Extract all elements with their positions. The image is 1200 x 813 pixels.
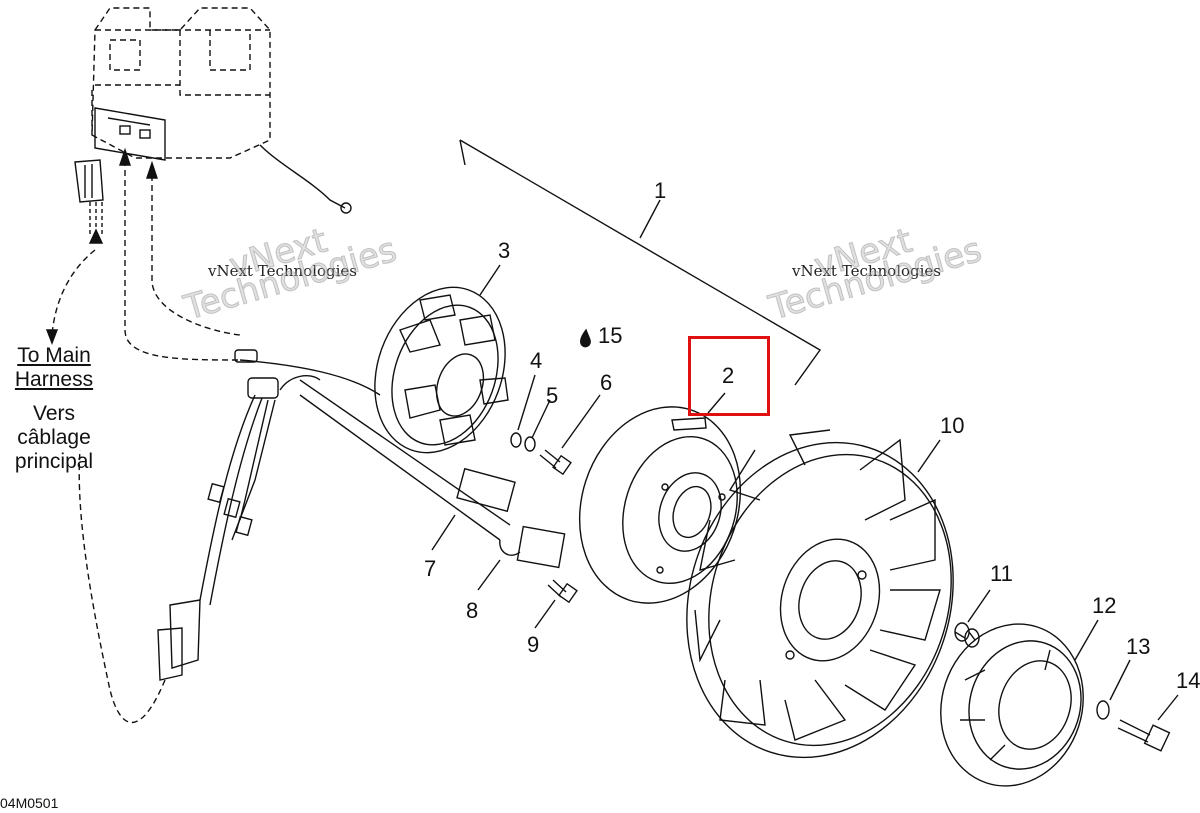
- stator: [374, 286, 509, 454]
- callout-6: 6: [600, 370, 613, 395]
- lock-washer: [510, 432, 522, 448]
- stator-mount-bracket: [279, 374, 566, 569]
- callout-15: 15: [598, 323, 623, 348]
- callout-11: 11: [990, 561, 1013, 586]
- callout-10: 10: [940, 413, 965, 438]
- harness-fr-line2: câblage: [17, 426, 91, 449]
- cooling-fan: [686, 429, 954, 759]
- callout-1: 1: [654, 178, 667, 203]
- watermark-text-right: vNext Technologies: [792, 262, 942, 280]
- ground-wire: [259, 144, 346, 209]
- callout-9: 9: [527, 632, 540, 657]
- harness-label: To Main Harness Vers câblage principal: [4, 344, 104, 474]
- callout-3: 3: [498, 238, 511, 263]
- callout-7: 7: [424, 556, 437, 581]
- thread-locker-icon: [579, 328, 591, 348]
- callout-12: 12: [1092, 593, 1117, 618]
- harness-fr-line1: Vers: [32, 402, 76, 425]
- callout-5: 5: [546, 383, 559, 408]
- ecu-connector-block: [94, 107, 166, 161]
- flat-washer: [524, 436, 536, 452]
- bracket-screw: [547, 579, 578, 604]
- callout-8: 8: [466, 598, 479, 623]
- watermark-text-left: vNext Technologies: [208, 262, 358, 280]
- starter-cup: [940, 623, 1084, 787]
- stator-harness: [157, 349, 381, 681]
- callout-4: 4: [530, 348, 543, 373]
- callout-13: 13: [1126, 634, 1151, 659]
- spacer: [954, 622, 980, 648]
- highlight-box-part-2: [688, 336, 770, 416]
- leader-lines: [431, 139, 1179, 721]
- harness-en-line2: Harness: [14, 368, 94, 391]
- wire-routing-dashed: [51, 160, 241, 724]
- washer: [1096, 700, 1110, 720]
- ecu-module: [91, 7, 271, 159]
- callout-14: 14: [1176, 668, 1200, 693]
- bolt: [1117, 719, 1171, 752]
- stator-screw: [539, 449, 572, 476]
- figure-code: 04M0501: [0, 795, 59, 811]
- callout-2: 2: [722, 363, 735, 388]
- flywheel: [578, 406, 742, 604]
- harness-fr-line3: principal: [14, 450, 94, 473]
- harness-plug: [74, 159, 104, 235]
- harness-en-line1: To Main: [17, 344, 91, 367]
